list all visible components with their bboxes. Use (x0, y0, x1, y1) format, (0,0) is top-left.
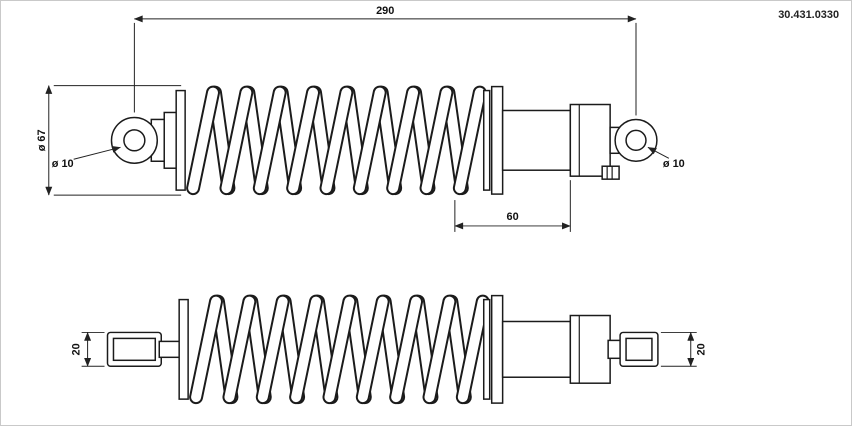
eyelet-left-side (110, 111, 179, 169)
dimension-20-right-label: 20 (696, 343, 708, 355)
side-view: 290 ø 67 ø 10 ø 10 60 (36, 5, 685, 232)
dimension-o10-left-label: ø 10 (52, 158, 74, 170)
spring-seat-right-side (482, 85, 504, 195)
coil-spring-top (189, 294, 490, 405)
part-number: 30.431.0330 (778, 9, 839, 21)
dimension-o10-right-label: ø 10 (663, 158, 685, 170)
spring-seat-left-top (178, 298, 189, 400)
spring-seat-left-side (175, 89, 186, 191)
eyelet-left-top (106, 331, 184, 368)
top-view: 20 20 (71, 294, 708, 405)
dimension-spring-diameter: ø 67 (36, 85, 182, 196)
dimension-290-label: 290 (376, 5, 394, 17)
dimension-overall-length: 290 (133, 5, 637, 116)
dimension-left-eye-hole: ø 10 (52, 145, 121, 170)
dimension-60-label: 60 (507, 211, 519, 223)
spring-seat-right-top (482, 294, 504, 404)
dimension-body-length: 60 (454, 180, 571, 232)
coil-spring-side (186, 85, 487, 196)
dimension-o67-label: ø 67 (36, 129, 48, 151)
dimension-right-eye-hole: ø 10 (647, 146, 685, 170)
dimension-left-eye-width: 20 (71, 331, 105, 367)
dimension-20-left-label: 20 (71, 343, 83, 355)
eyelet-right-top (607, 331, 659, 368)
damper-body-side (501, 103, 620, 180)
dimension-right-eye-width: 20 (660, 331, 708, 367)
eyelet-right-side (609, 118, 658, 162)
damper-body-top (501, 314, 611, 384)
